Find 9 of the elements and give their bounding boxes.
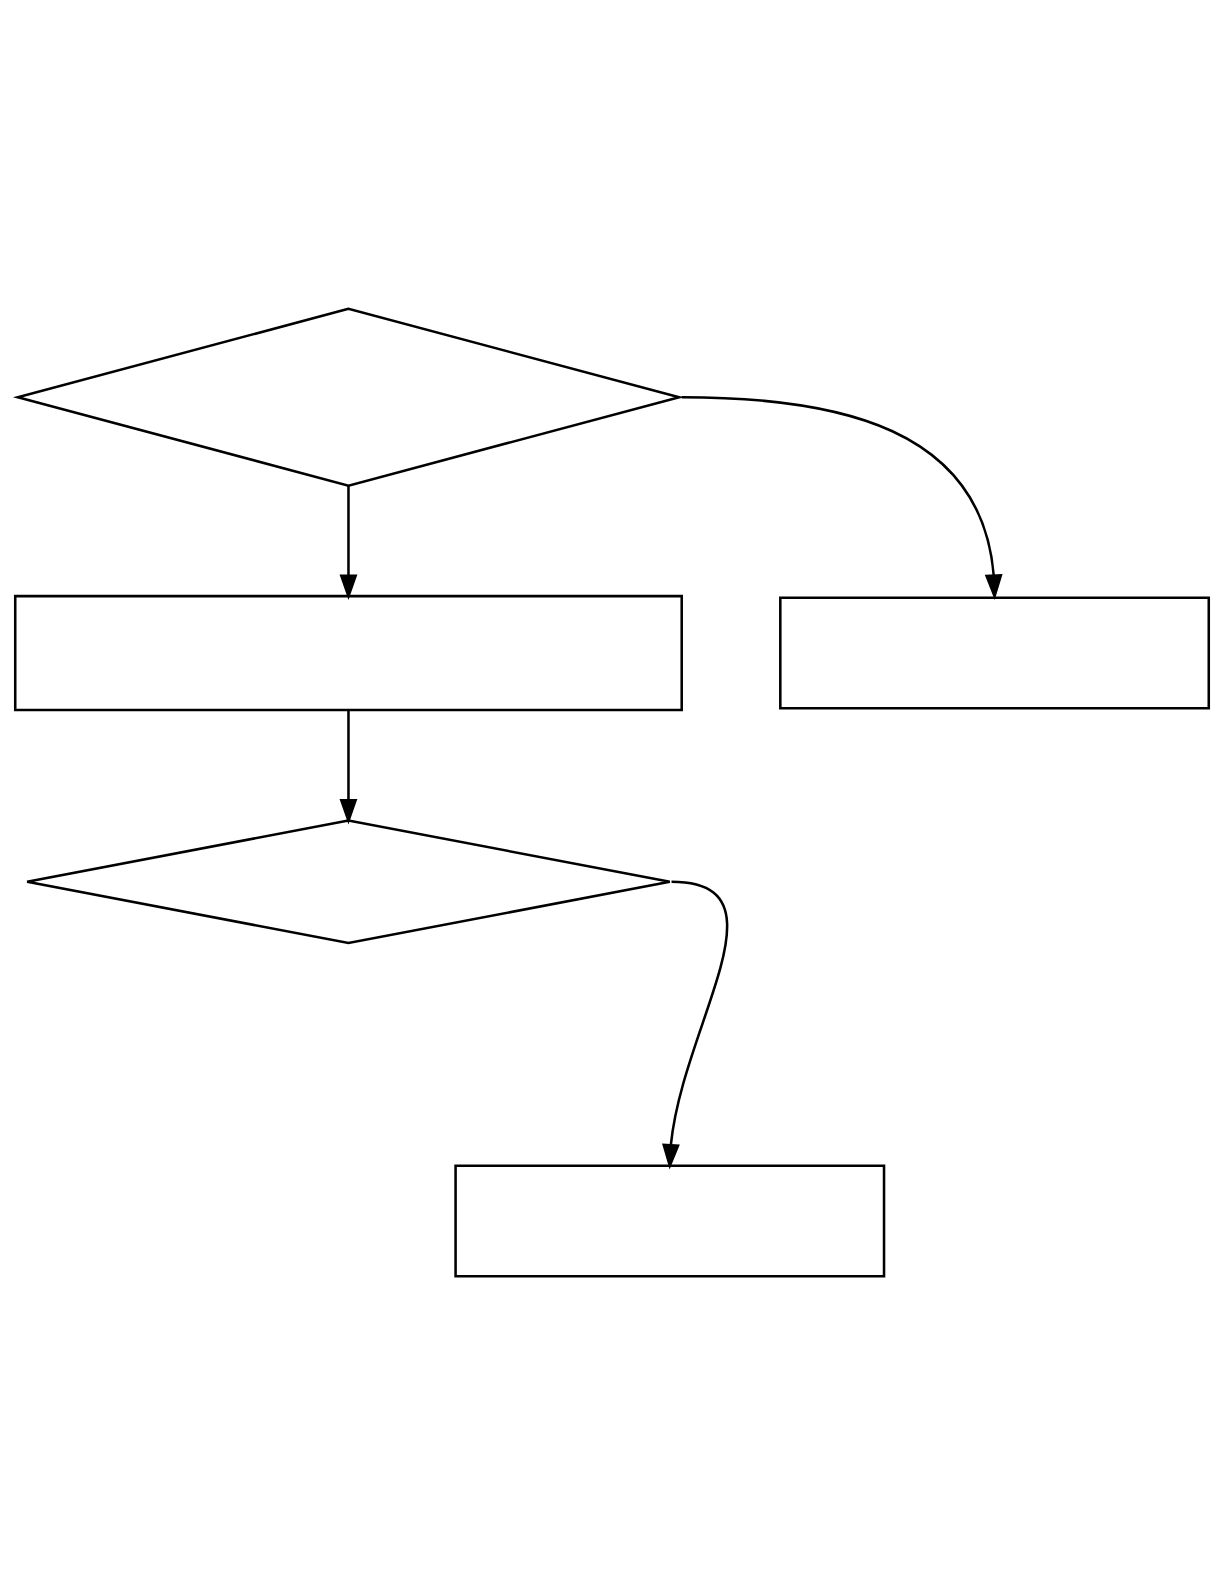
- arrow: [681, 395, 1003, 600]
- node-box: [779, 596, 1211, 710]
- node-box: [13, 594, 683, 711]
- node-box: [454, 1163, 886, 1277]
- node-diamond: [12, 307, 685, 487]
- arrow: [339, 709, 358, 824]
- arrow: [662, 880, 729, 1170]
- node-diamond: [25, 818, 672, 944]
- arrow: [339, 485, 358, 600]
